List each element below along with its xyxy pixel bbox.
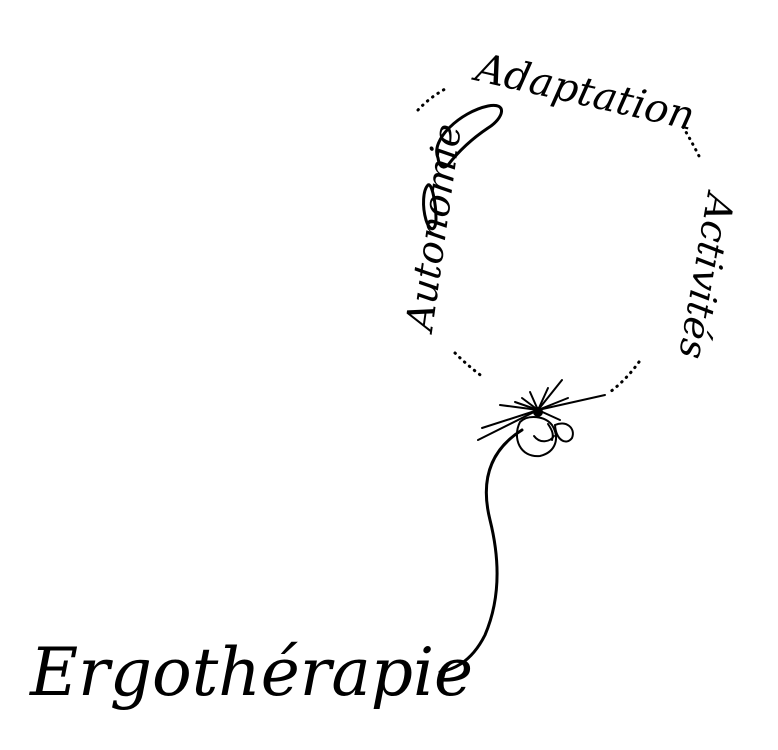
balloon-highlights: [422, 103, 503, 231]
word-top: Adaptation: [468, 44, 699, 140]
page-title: Ergothérapie: [29, 634, 473, 711]
word-left: Autonomie: [397, 121, 470, 336]
balloon-knot: [477, 379, 606, 458]
balloon-string: [438, 428, 524, 674]
highlight-large: [435, 103, 503, 169]
outline-dots-bottom-right: [608, 360, 641, 394]
word-right: Activités: [670, 187, 743, 362]
outline-dots-top-right: [681, 125, 702, 160]
highlight-small: [422, 183, 438, 231]
outline-dots-bottom-left: [453, 351, 485, 379]
balloon-outline: [416, 86, 702, 394]
outline-dots-top-left: [416, 86, 449, 112]
